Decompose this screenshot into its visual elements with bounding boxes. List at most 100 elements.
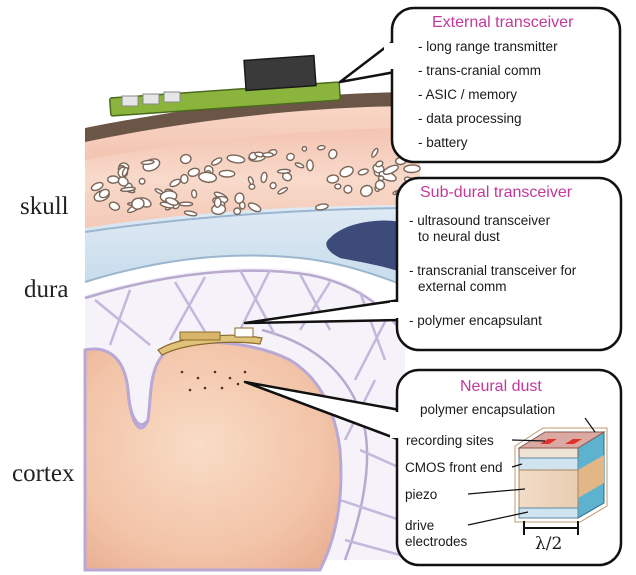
marrow-hole <box>238 201 246 210</box>
sulcus <box>126 389 150 430</box>
marrow-hole <box>277 186 289 195</box>
anatomy-cross-section <box>83 54 421 572</box>
marrow-hole <box>213 197 222 208</box>
callout-subdural-transceiver <box>243 176 623 352</box>
marrow-hole <box>120 186 136 192</box>
cortex-gyrus <box>83 340 343 572</box>
label-recording-sites: recording sites <box>406 433 494 448</box>
subdural-item-2-line1: - polymer encapsulant <box>409 313 542 328</box>
marrow-hole <box>179 173 189 185</box>
neural-dust-motes <box>180 370 247 392</box>
marrow-hole <box>107 175 120 184</box>
marrow-hole <box>260 171 268 184</box>
marrow-hole <box>403 164 421 174</box>
subdural-item-1-line2: external comm <box>418 279 507 294</box>
external-component-2 <box>142 93 160 105</box>
marrow-hole <box>343 184 353 194</box>
marrow-hole <box>108 201 121 211</box>
layer-label-cortex: cortex <box>12 460 75 487</box>
marrow-hole <box>316 144 326 151</box>
marrow-hole <box>190 189 198 199</box>
external-item-3: - data processing <box>418 111 522 126</box>
marrow-hole <box>276 168 291 174</box>
marrow-hole <box>357 168 369 176</box>
neural-dust-mote-3d <box>514 427 608 523</box>
marrow-hole <box>374 179 386 191</box>
external-component-3 <box>163 91 181 103</box>
marrow-hole <box>269 181 277 190</box>
external-pcb-board <box>109 81 341 117</box>
dust-leader-lines <box>467 417 596 526</box>
subdural-transceiver-title: Sub-dural transceiver <box>420 184 573 201</box>
callout-subdural-box <box>395 176 623 352</box>
label-drive-electrodes-line1: drive <box>405 518 435 533</box>
subdural-item-0-line2: to neural dust <box>418 229 500 244</box>
marrow-hole <box>178 201 194 207</box>
marrow-hole <box>164 197 179 206</box>
dust-electrode-layer <box>518 507 579 519</box>
pia-arc <box>261 328 369 561</box>
external-item-0: - long range transmitter <box>418 39 558 54</box>
dura-layer <box>85 205 420 290</box>
neural-dust-title: Neural dust <box>460 378 542 395</box>
marrow-hole <box>187 167 201 177</box>
marrow-hole <box>218 169 236 178</box>
marrow-hole <box>179 153 192 165</box>
dura-outline <box>84 207 421 233</box>
dust-piezo-layer <box>518 469 579 509</box>
marrow-hole <box>131 197 145 210</box>
marrow-hole <box>328 148 338 160</box>
callout-external-transceiver <box>338 6 622 164</box>
marrow-hole <box>247 176 255 186</box>
external-item-2: - ASIC / memory <box>418 87 518 102</box>
marrow-hole <box>121 166 129 177</box>
subdural-item-0-line1: - ultrasound transceiver <box>409 213 551 228</box>
external-component-1 <box>121 95 139 107</box>
marrow-hole <box>377 175 385 182</box>
marrow-hole <box>314 203 329 211</box>
marrow-hole <box>210 157 223 166</box>
external-transceiver-title: External transceiver <box>432 14 574 31</box>
external-item-1: - trans-cranial comm <box>418 63 542 78</box>
marrow-hole <box>339 165 354 178</box>
marrow-hole <box>183 210 198 217</box>
recording-site-2 <box>565 439 582 444</box>
marrow-hole <box>306 159 314 172</box>
external-item-4: - battery <box>418 135 468 150</box>
subdural-item-1-line1: - transcranial transceiver for <box>409 263 577 278</box>
marrow-hole <box>247 202 262 213</box>
marrow-hole <box>326 174 340 184</box>
external-asic-chip <box>243 54 317 92</box>
marrow-hole <box>198 171 218 183</box>
dust-recording-layer <box>518 447 579 459</box>
skull-marrow-holes <box>90 136 421 217</box>
layer-label-skull: skull <box>20 193 69 220</box>
marrow-hole <box>301 145 308 152</box>
label-piezo: piezo <box>405 487 438 502</box>
label-polymer-encapsulation: polymer encapsulation <box>420 402 556 417</box>
callout-external-box <box>390 6 622 164</box>
dimension-bar <box>523 521 579 535</box>
marrow-hole <box>294 162 305 169</box>
marrow-hole <box>371 147 379 158</box>
marrow-hole <box>375 160 384 168</box>
subdural-chip-2 <box>234 327 254 338</box>
marrow-hole <box>234 192 245 205</box>
marrow-hole <box>281 172 293 182</box>
callout-neural-dust <box>243 368 623 567</box>
layer-label-dura: dura <box>24 276 69 303</box>
marrow-hole <box>90 181 104 192</box>
label-drive-electrodes-line2: electrodes <box>405 534 468 549</box>
marrow-hole <box>382 164 399 176</box>
dura-inner-outline <box>84 254 421 293</box>
marrow-hole <box>359 184 374 197</box>
marrow-hole <box>334 183 342 190</box>
marrow-hole <box>226 154 246 164</box>
dust-cmos-layer <box>518 457 579 471</box>
marrow-hole <box>233 207 242 216</box>
marrow-hole <box>98 188 110 199</box>
venous-sinus <box>326 220 400 272</box>
marrow-hole <box>286 152 295 162</box>
